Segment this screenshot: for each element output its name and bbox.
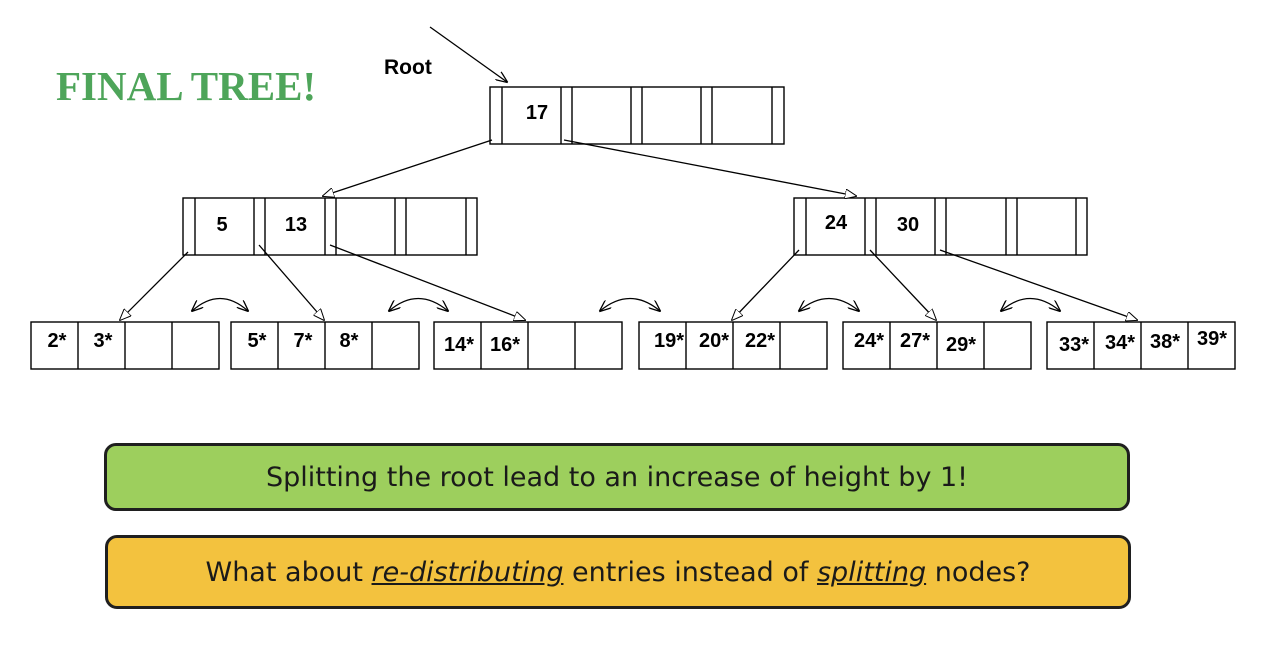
root-node [489, 86, 785, 145]
sibling-link-arrow-4 [799, 298, 859, 312]
b-plus-tree-diagram: 17 5 13 24 30 [30, 26, 1236, 370]
root-pointer-arrow [429, 26, 507, 82]
sibling-link-arrow-1 [192, 298, 248, 312]
leaf-node-6 [1046, 321, 1236, 370]
question-text: What about re-distributing entries inste… [206, 557, 1031, 588]
question-part-2: entries instead of [563, 556, 817, 588]
diagram-title: FINAL TREE! [56, 63, 317, 109]
question-part-3: nodes? [926, 556, 1031, 588]
leaf-node-2 [230, 321, 420, 370]
leaf-6-entry-3: 38* [1150, 331, 1180, 353]
question-part-1: What about [205, 556, 372, 588]
leaf-4-entry-3: 22* [745, 330, 775, 352]
sibling-link-arrow-5 [1001, 298, 1060, 312]
root-to-left-arrow [323, 139, 493, 196]
leaf-2-entry-1: 5* [248, 330, 267, 352]
redistribution-question-callout: What about re-distributing entries inste… [105, 535, 1131, 609]
pointer-arrow-leaf-5 [869, 249, 936, 320]
sibling-link-arrow-3 [600, 298, 660, 312]
internal-node-left [182, 197, 478, 256]
leaf-3-entry-2: 16* [490, 334, 520, 356]
sibling-link-arrow-2 [389, 298, 448, 312]
leaf-4-entry-1: 19* [654, 330, 684, 352]
pointer-arrow-leaf-6 [939, 249, 1137, 320]
re-distributing-emphasis: re-distributing [371, 556, 564, 588]
leaf-5-entry-1: 24* [854, 330, 884, 352]
leaf-node-3 [433, 321, 623, 370]
pointer-arrow-leaf-4 [732, 249, 800, 320]
leaf-4-entry-2: 20* [699, 330, 729, 352]
root-key-1: 17 [526, 102, 548, 124]
leaf-1-entry-2: 3* [94, 330, 113, 352]
pointer-arrow-leaf-1 [120, 251, 189, 320]
leaf-1-entry-1: 2* [48, 330, 67, 352]
height-increase-text: Splitting the root lead to an increase o… [265, 461, 969, 493]
leaf-2-entry-3: 8* [340, 330, 359, 352]
leaf-2-entry-2: 7* [294, 330, 313, 352]
leaf-5-entry-2: 27* [900, 330, 930, 352]
leaf-6-entry-4: 39* [1197, 328, 1227, 350]
splitting-emphasis: splitting [816, 556, 927, 588]
internal-left-key-2: 13 [285, 214, 307, 236]
leaf-6-entry-2: 34* [1105, 332, 1135, 354]
leaf-node-1 [30, 321, 220, 370]
leaf-5-entry-3: 29* [946, 334, 976, 356]
leaf-3-entry-1: 14* [444, 334, 474, 356]
internal-left-key-1: 5 [216, 214, 227, 236]
leaf-6-entry-1: 33* [1059, 334, 1089, 356]
root-to-right-arrow [563, 139, 856, 196]
pointer-arrow-leaf-2 [258, 244, 324, 320]
internal-right-key-1: 24 [825, 212, 848, 234]
pointer-arrow-leaf-3 [329, 244, 525, 320]
internal-right-key-2: 30 [897, 214, 919, 236]
leaf-node-4 [638, 321, 828, 370]
leaf-node-5 [842, 321, 1032, 370]
root-label: Root [384, 56, 432, 79]
height-increase-callout: Splitting the root lead to an increase o… [104, 443, 1130, 511]
internal-node-right [793, 197, 1088, 256]
